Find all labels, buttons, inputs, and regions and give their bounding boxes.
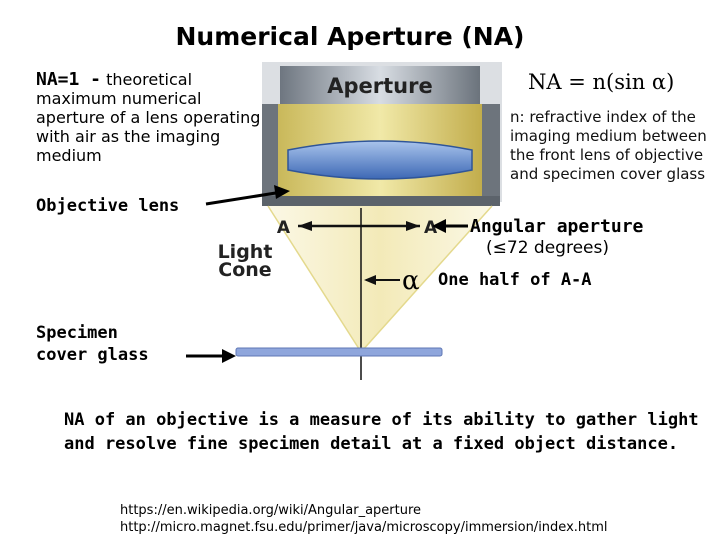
specimen-label-line1: Specimen [36,323,118,343]
page-title: Numerical Aperture (NA) [175,22,525,51]
housing-right [482,104,500,202]
cone-text: Cone [218,259,271,281]
a-right-text: A [424,218,438,238]
light-text: Light [218,241,273,263]
cover-glass [235,347,443,357]
alpha-description: One half of A-A [438,270,592,290]
alpha-symbol: α [402,266,420,296]
references: https://en.wikipedia.org/wiki/Angular_ap… [120,502,608,536]
objective-pointer [205,190,283,206]
reference-link[interactable]: http://micro.magnet.fsu.edu/primer/java/… [120,520,608,535]
objective-lens-label: Objective lens [36,196,180,216]
na-statement: NA of an objective is a measure of its a… [64,410,699,454]
n-description: n: refractive index of the imaging mediu… [510,108,707,183]
na-one-lead: NA=1 - [36,69,102,90]
cone-edge-right [360,205,493,353]
na-one-text: theoretical maximum numerical aperture o… [36,70,261,165]
housing-left [262,104,278,202]
aperture-band [280,66,480,104]
cone-edge-left [267,205,362,353]
specimen-cover-glass-label: Specimen cover glass [36,322,149,366]
angular-aperture-label: Angular aperture [470,216,644,237]
na-formula: NA = n(sin α) [528,70,675,94]
aperture-text: Aperture [327,74,432,98]
angular-aperture-limit: (≤72 degrees) [486,238,609,258]
specimen-label-line2: cover glass [36,345,149,365]
front-lens [287,140,473,180]
na-one-note: NA=1 - theoretical maximum numerical ape… [36,70,266,165]
housing-bottom [262,196,500,206]
reference-link[interactable]: https://en.wikipedia.org/wiki/Angular_ap… [120,503,422,518]
a-left-text: A [277,218,291,238]
